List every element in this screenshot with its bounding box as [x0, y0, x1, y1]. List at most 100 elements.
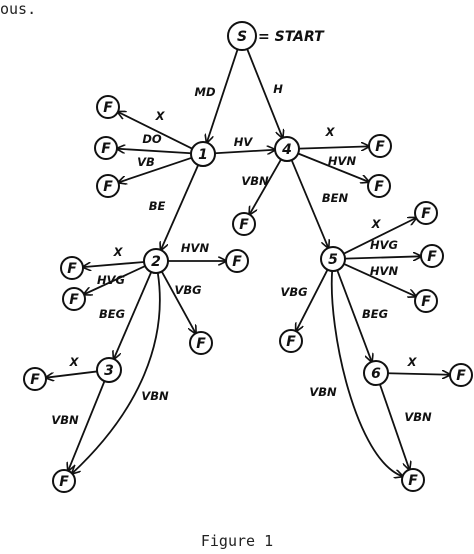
node-label: F: [232, 254, 242, 270]
edge-label-n5_F5a: X: [371, 217, 382, 231]
node-circle: [227, 21, 257, 51]
edge-n2_F2d: [160, 271, 196, 334]
node-label: F: [103, 100, 113, 116]
edge-label-n2_F2d: VBG: [174, 283, 201, 297]
final-node-F4b: F: [367, 174, 391, 198]
edge-label-n1_n4: HV: [234, 135, 254, 149]
edge-label-n6_Fb6: VBN: [404, 410, 432, 424]
node-label: 6: [371, 366, 381, 382]
state-node-S: S: [227, 21, 257, 51]
edge-n5_F5b: [344, 256, 421, 258]
final-node-F2d: F: [189, 331, 213, 355]
edge-label-S_n1: MD: [195, 85, 216, 99]
edge-label-n5_F5d: VBG: [280, 285, 307, 299]
edge-n5_Fb6: [330, 270, 403, 476]
node-circle: [401, 468, 425, 492]
edge-label-n2_F2c: HVN: [181, 241, 210, 255]
edge-label-n3_F3: X: [69, 355, 80, 369]
edge-label-n5_F5c: HVN: [370, 264, 399, 278]
edge-label-n4_F4c: VBN: [241, 174, 269, 188]
final-node-Fb6: F: [401, 468, 425, 492]
node-label: 2: [151, 254, 161, 270]
edge-n2_Fb3: [72, 272, 161, 474]
node-label: F: [101, 141, 111, 157]
edge-n1_F1a: [118, 112, 193, 150]
node-label: F: [408, 473, 418, 489]
node-circle: [232, 212, 256, 236]
final-node-F2a: F: [60, 256, 84, 280]
node-label: S: [237, 29, 247, 45]
node-circle: [143, 248, 169, 274]
node-circle: [420, 244, 444, 268]
node-label: F: [30, 372, 40, 388]
edge-label-n1_F1a: X: [155, 109, 166, 123]
edge-label-n5_Fb6: VBN: [309, 385, 337, 399]
edge-n2_n3: [114, 271, 153, 359]
node-label: 4: [281, 142, 292, 158]
node-label: F: [456, 368, 466, 384]
edge-n3_F3: [46, 370, 98, 377]
final-node-F3: F: [23, 367, 47, 391]
figure-caption: Figure 1: [200, 532, 274, 550]
edge-n2_F2a: [83, 261, 145, 267]
edge-n4_F4c: [249, 158, 282, 214]
node-circle: [96, 95, 120, 119]
final-node-F5b: F: [420, 244, 444, 268]
node-label: F: [69, 292, 79, 308]
final-node-F2b: F: [62, 287, 86, 311]
edge-S_n4: [246, 48, 282, 138]
leading-text: ous.: [0, 0, 37, 18]
node-circle: [279, 329, 303, 353]
node-label: F: [374, 179, 384, 195]
final-node-F6: F: [449, 363, 473, 387]
state-node-n6: 6: [363, 360, 389, 386]
state-node-n2: 2: [143, 248, 169, 274]
node-label: F: [196, 336, 206, 352]
start-annotation: = START: [258, 29, 325, 45]
node-circle: [368, 134, 392, 158]
edge-label-n3_Fb3: VBN: [51, 413, 79, 427]
edge-label-n4_n5: BEN: [322, 191, 349, 205]
edge-label-n2_Fb3: VBN: [141, 389, 169, 403]
final-node-F4c: F: [232, 212, 256, 236]
final-node-F1b: F: [94, 136, 118, 160]
state-node-n3: 3: [96, 357, 122, 383]
final-node-Fb3: F: [52, 469, 76, 493]
node-circle: [96, 357, 122, 383]
edge-n4_F4b: [297, 152, 369, 181]
node-label: F: [421, 206, 431, 222]
edge-n1_n4: [214, 150, 275, 154]
edge-label-n2_F2b: HVG: [97, 273, 125, 287]
edge-n4_F4a: [298, 146, 369, 148]
node-label: F: [427, 249, 437, 265]
edge-n3_Fb3: [68, 380, 106, 471]
node-circle: [62, 287, 86, 311]
node-label: 5: [328, 252, 338, 268]
node-circle: [189, 331, 213, 355]
final-node-F2c: F: [225, 249, 249, 273]
node-label: 1: [198, 147, 208, 163]
edge-n5_n6: [336, 269, 372, 362]
edge-label-n2_n3: BEG: [99, 307, 125, 321]
edge-label-n2_F2a: X: [113, 245, 124, 259]
edge-S_n1: [207, 49, 239, 142]
edge-n1_F1c: [118, 156, 192, 183]
node-label: F: [59, 474, 69, 490]
edge-n5_F5d: [296, 269, 329, 332]
edge-label-n1_F1c: VB: [137, 155, 155, 169]
edge-n1_n2: [161, 164, 199, 250]
edge-label-n5_F5b: HVG: [370, 238, 398, 252]
node-label: F: [67, 261, 77, 277]
node-circle: [52, 469, 76, 493]
edge-label-n4_F4a: X: [325, 125, 336, 139]
node-label: F: [103, 179, 113, 195]
edge-label-n6_F6: X: [407, 355, 418, 369]
node-circle: [363, 360, 389, 386]
node-circle: [23, 367, 47, 391]
state-node-n5: 5: [320, 246, 346, 272]
edge-n1_F1b: [117, 149, 192, 155]
edges-layer: [46, 48, 450, 476]
edge-n5_F5c: [343, 263, 416, 297]
